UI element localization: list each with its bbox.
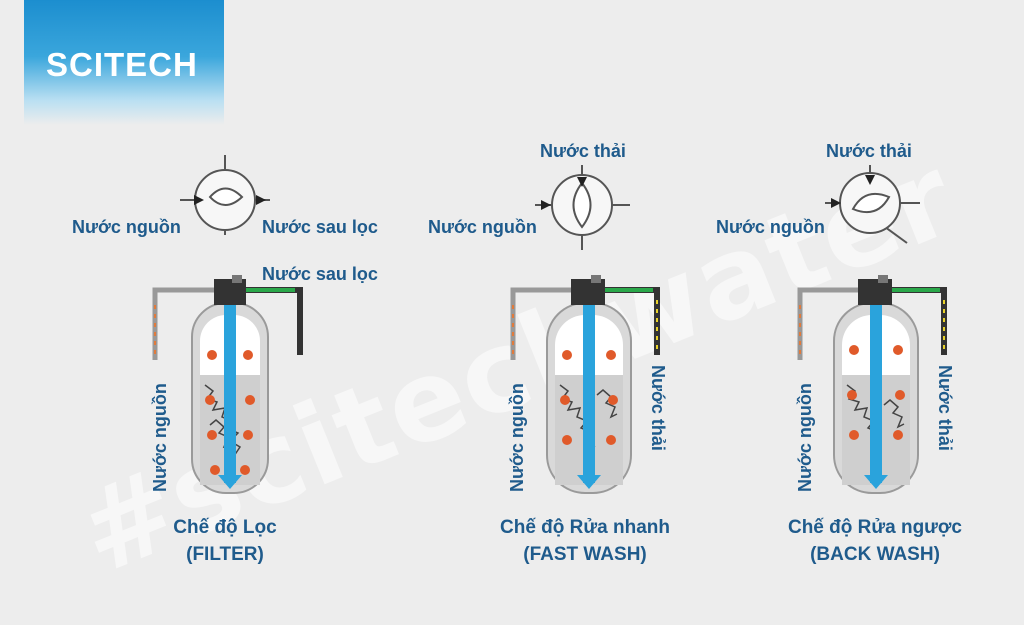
filter-valve-inlet-label: Nước nguồn xyxy=(72,217,181,237)
filter-side-inlet-label: Nước nguồn xyxy=(150,383,170,492)
filter-caption-subtitle: (FILTER) xyxy=(186,544,264,565)
fastwash-tank-diagram xyxy=(510,275,660,494)
fastwash-side-drain-label: Nước thải xyxy=(648,365,668,451)
fastwash-valve-diagram xyxy=(535,165,630,250)
fastwash-caption-subtitle: (FAST WASH) xyxy=(523,544,647,565)
backwash-valve-diagram xyxy=(825,165,920,244)
backwash-valve-drain-label: Nước thải xyxy=(826,141,912,161)
backwash-side-inlet-label: Nước nguồn xyxy=(795,383,815,492)
fastwash-side-inlet-label: Nước nguồn xyxy=(507,383,527,492)
fastwash-valve-drain-label: Nước thải xyxy=(540,141,626,161)
filter-valve-diagram xyxy=(180,155,270,235)
backwash-tank-diagram xyxy=(797,275,947,494)
fastwash-caption: Chế độ Rửa nhanh (FAST WASH) xyxy=(465,514,705,568)
backwash-valve-inlet-label: Nước nguồn xyxy=(716,217,825,237)
backwash-caption-subtitle: (BACK WASH) xyxy=(810,544,940,565)
fastwash-valve-inlet-label: Nước nguồn xyxy=(428,217,537,237)
filter-tank-diagram xyxy=(152,275,303,494)
fastwash-caption-title: Chế độ Rửa nhanh xyxy=(500,517,670,538)
brand-logo-text: SCITECH xyxy=(46,46,198,83)
backwash-caption: Chế độ Rửa ngược (BACK WASH) xyxy=(755,514,995,568)
brand-banner xyxy=(24,0,224,125)
filter-caption: Chế độ Lọc (FILTER) xyxy=(105,514,345,568)
filter-pipe-outlet-label: Nước sau lọc xyxy=(262,264,378,284)
filter-caption-title: Chế độ Lọc xyxy=(173,517,277,538)
backwash-caption-title: Chế độ Rửa ngược xyxy=(787,517,963,538)
backwash-side-drain-label: Nước thải xyxy=(935,365,955,451)
filter-valve-outlet-label: Nước sau lọc xyxy=(262,217,378,237)
